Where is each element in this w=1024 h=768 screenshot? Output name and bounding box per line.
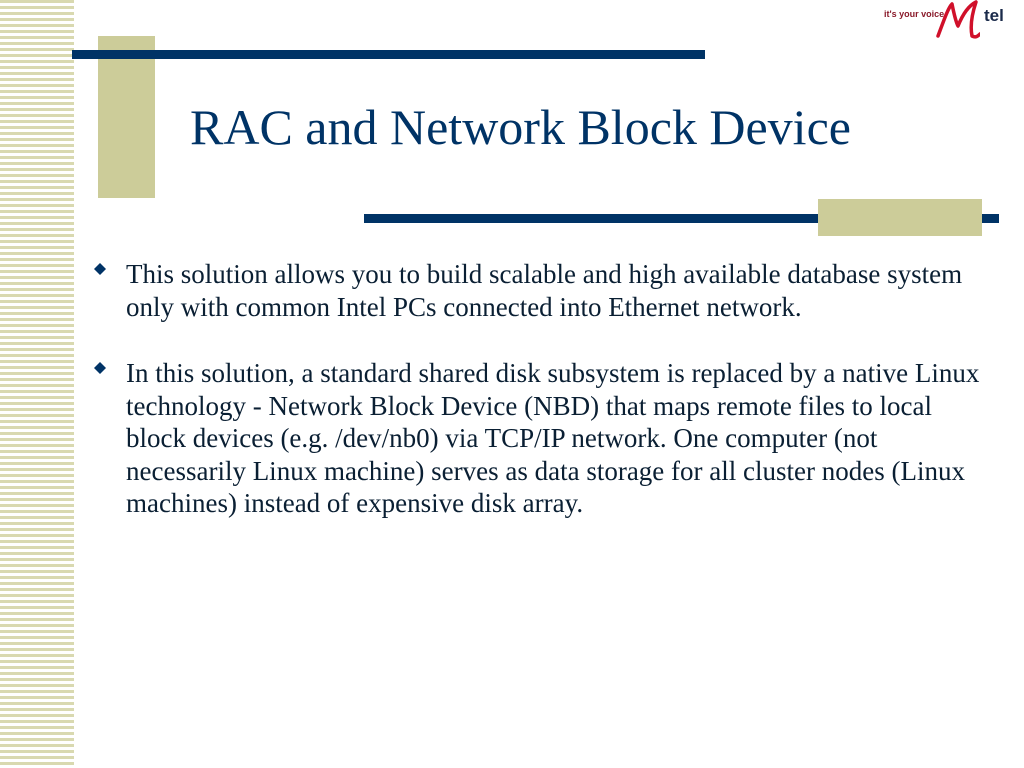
- logo-wordmark: tel: [984, 6, 1004, 25]
- left-striped-border: [0, 0, 74, 768]
- bullet-text: This solution allows you to build scalab…: [126, 259, 963, 322]
- slide-title: RAC and Network Block Device: [190, 99, 851, 155]
- company-logo: it's your voice. tel: [884, 0, 1024, 44]
- decorative-line-right: [364, 214, 999, 223]
- diamond-bullet-icon: [94, 263, 106, 275]
- logo-tagline: it's your voice.: [884, 9, 947, 19]
- decorative-line-top: [72, 50, 705, 59]
- decorative-block-top: [98, 36, 155, 198]
- list-item: This solution allows you to build scalab…: [94, 258, 984, 323]
- bullet-text: In this solution, a standard shared disk…: [126, 358, 980, 518]
- list-item: In this solution, a standard shared disk…: [94, 357, 984, 520]
- mtel-logo-icon: [936, 0, 982, 40]
- decorative-block-right: [818, 199, 982, 236]
- bullet-list: This solution allows you to build scalab…: [94, 258, 984, 554]
- diamond-bullet-icon: [94, 362, 106, 374]
